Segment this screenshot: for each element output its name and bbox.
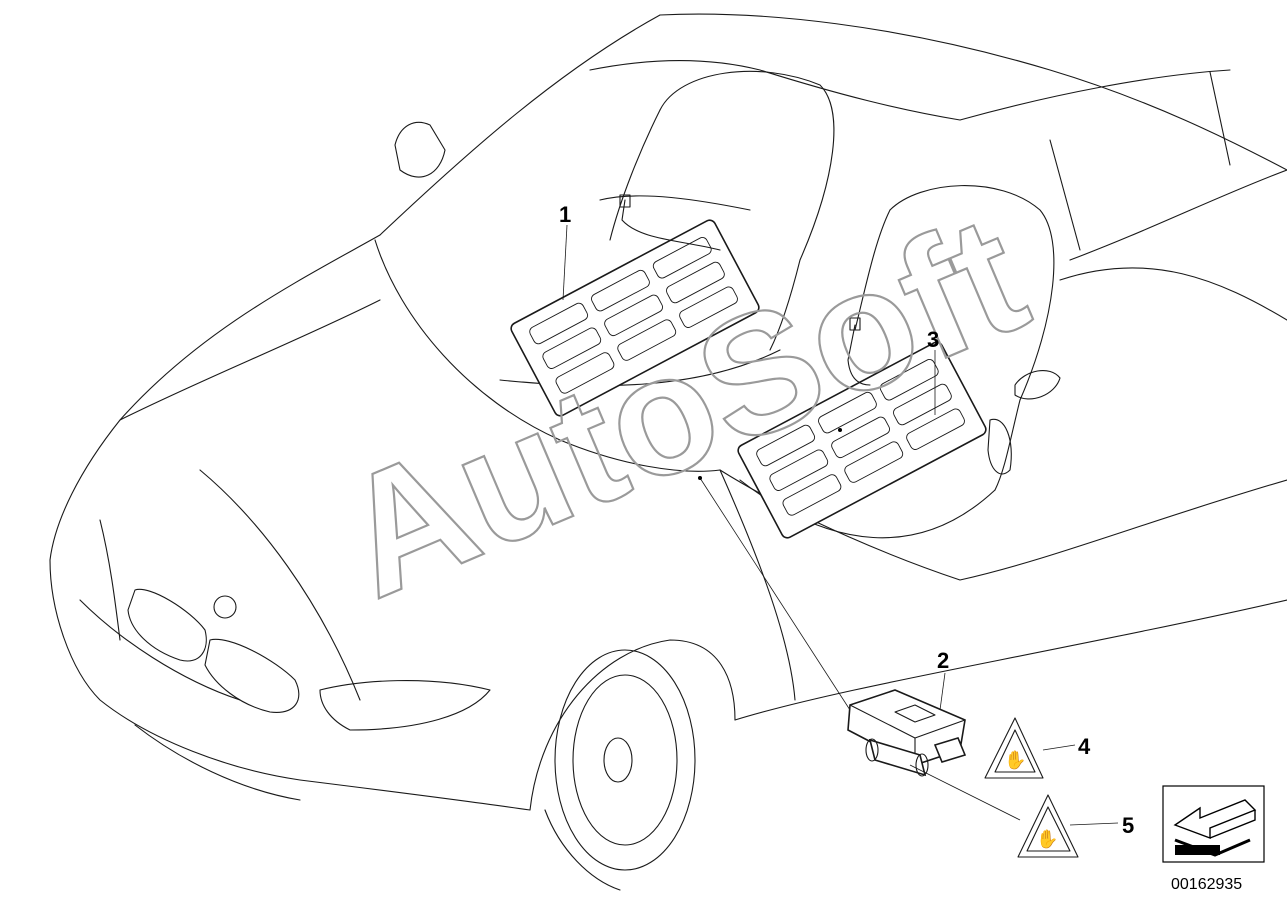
diagram-reference-number: 00162935	[1171, 876, 1242, 893]
svg-text:✋: ✋	[1004, 749, 1026, 771]
direction-arrow-icon	[1162, 785, 1265, 863]
warning-label-5: ✋	[1017, 794, 1079, 858]
warning-label-4: ✋	[984, 717, 1044, 779]
callout-1: 1	[559, 202, 571, 227]
callout-3: 3	[927, 327, 939, 352]
leader-lines	[562, 224, 1119, 826]
occupancy-mat-3	[737, 341, 987, 539]
car-outline	[49, 13, 1287, 891]
occupancy-mat-1	[510, 219, 760, 417]
svg-text:✋: ✋	[1036, 828, 1058, 850]
control-module	[847, 689, 967, 777]
callout-2: 2	[937, 648, 949, 673]
callout-4: 4	[1078, 734, 1091, 759]
callout-5: 5	[1122, 813, 1134, 838]
